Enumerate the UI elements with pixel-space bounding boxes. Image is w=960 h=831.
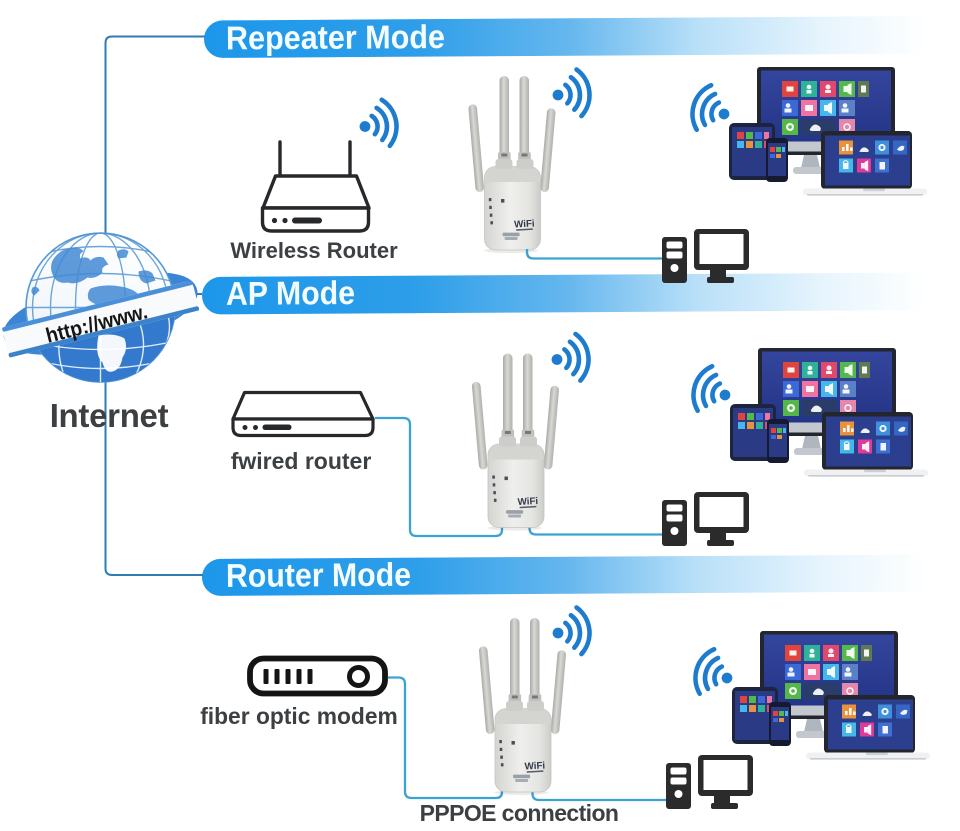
svg-text:fwired router: fwired router bbox=[231, 448, 372, 474]
svg-text:PPPOE connection: PPPOE connection bbox=[420, 800, 619, 826]
svg-text:Repeater Mode: Repeater Mode bbox=[226, 18, 445, 56]
svg-text:Wireless Router: Wireless Router bbox=[230, 238, 398, 263]
svg-text:fiber optic modem: fiber optic modem bbox=[200, 703, 398, 729]
svg-text:Internet: Internet bbox=[50, 397, 169, 434]
svg-text:AP Mode: AP Mode bbox=[226, 274, 355, 312]
svg-text:Router Mode: Router Mode bbox=[226, 556, 411, 594]
